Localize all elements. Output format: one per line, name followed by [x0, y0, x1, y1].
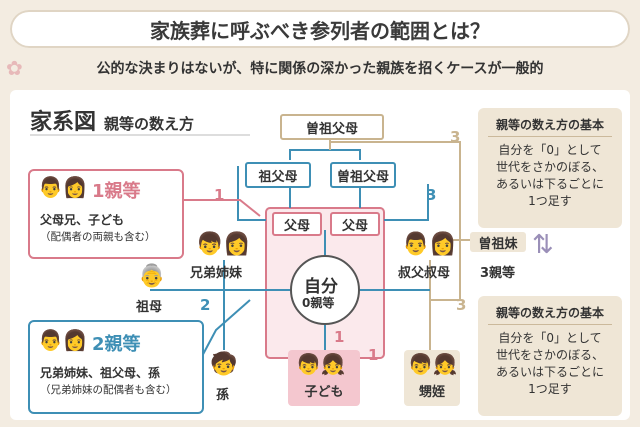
- info-box-top: 親等の数え方の基本 自分を「0」として 世代をさかのぼる、 あるいは下るごとに …: [478, 108, 622, 228]
- node-great-grandparents: 曽祖父母: [280, 114, 384, 140]
- info-bottom-divider: [488, 324, 612, 325]
- header-divider: [30, 134, 250, 136]
- label-self-degree: 0親等: [302, 296, 335, 310]
- legend-first-degree-line2: （配偶者の両親も含む）: [40, 231, 156, 243]
- degree-number: 1: [368, 346, 379, 364]
- diagram-title: 家系図: [30, 110, 97, 135]
- label-self: 自分: [304, 277, 338, 297]
- up-down-arrow-icon: ⇅: [532, 230, 554, 260]
- info-bottom-heading: 親等の数え方の基本: [495, 306, 604, 320]
- legend-second-degree-title: 2親等: [92, 334, 141, 355]
- legend-first-degree-title: 1親等: [92, 181, 141, 202]
- node-children: 子ども: [288, 350, 360, 406]
- node-grandparents: 祖父母: [245, 162, 311, 188]
- degree-number: 1: [334, 328, 345, 346]
- uncle-aunt-icon: 👨👩: [402, 232, 457, 257]
- label-grandchild: 孫: [216, 388, 230, 403]
- degree-number: 2: [200, 296, 211, 314]
- couple-icon: 👨👩: [38, 175, 88, 199]
- info-bottom-line3: あるいは下るごとに: [495, 365, 604, 379]
- legend-second-degree-line1: 兄弟姉妹、祖父母、孫: [40, 366, 161, 380]
- info-top-line2: 世代をさかのぼる、: [495, 160, 604, 174]
- legend-first-degree-line1: 父母兄、子ども: [40, 213, 125, 227]
- info-bottom-line4: 1つ足す: [528, 382, 572, 396]
- nephew-niece-icon: 👦👧: [408, 352, 458, 376]
- info-box-bottom: 親等の数え方の基本 自分を「0」として 世代をさかのぼる、 あるいは下るごとに …: [478, 296, 622, 416]
- info-top-line1: 自分を「0」として: [498, 143, 602, 157]
- degree-number: 3: [456, 296, 467, 314]
- page-title: 家族葬に呼ぶべき参列者の範囲とは？: [150, 18, 490, 43]
- node-great-grandparents-2: 曽祖父母: [330, 162, 396, 188]
- label-great-uncle-degree: 3親等: [480, 266, 516, 281]
- info-top-line4: 1つ足す: [528, 194, 572, 208]
- degree-number: 3: [450, 128, 461, 146]
- legend-second-degree: 👨👩 2親等 兄弟姉妹、祖父母、孫 （兄弟姉妹の配偶者も含む）: [28, 320, 204, 414]
- title-bar: 家族葬に呼ぶべき参列者の範囲とは？: [10, 10, 630, 48]
- page-subtitle: 公的な決まりはないが、特に関係の深かった親族を招くケースが一般的: [96, 61, 544, 77]
- label-siblings: 兄弟姉妹: [190, 266, 243, 281]
- node-parent-right: 父母: [330, 212, 380, 236]
- legend-second-degree-line2: （兄弟姉妹の配偶者も含む）: [40, 384, 177, 396]
- flower-decoration-icon: ✿: [6, 56, 23, 80]
- grandmother-icon: 👵: [138, 264, 166, 289]
- label-grandmother: 祖母: [136, 300, 163, 315]
- info-top-line3: あるいは下るごとに: [495, 177, 604, 191]
- info-top-heading: 親等の数え方の基本: [495, 118, 604, 132]
- children-icon: 👦👧: [296, 352, 346, 376]
- couple-icon: 👨👩: [38, 328, 88, 352]
- family-tree-lines: [150, 134, 470, 361]
- diagram-subtitle: 親等の数え方: [104, 115, 195, 133]
- info-bottom-line1: 自分を「0」として: [498, 331, 602, 345]
- node-nephew-niece: 甥姪: [404, 350, 460, 406]
- diagram-header: 家系図 親等の数え方: [30, 104, 194, 136]
- siblings-icon: 👦👩: [196, 232, 251, 257]
- legend-first-degree: 👨👩 1親等 父母兄、子ども （配偶者の両親も含む）: [28, 169, 184, 259]
- label-uncle-aunt: 叔父叔母: [398, 266, 451, 281]
- info-top-divider: [488, 136, 612, 137]
- degree-number: 1: [214, 186, 225, 204]
- grandchild-icon: 🧒: [210, 352, 238, 377]
- degree-number: 3: [426, 186, 437, 204]
- info-bottom-line2: 世代をさかのぼる、: [495, 348, 604, 362]
- node-great-uncle: 曽祖妹: [470, 232, 526, 252]
- node-parent-left: 父母: [272, 212, 322, 236]
